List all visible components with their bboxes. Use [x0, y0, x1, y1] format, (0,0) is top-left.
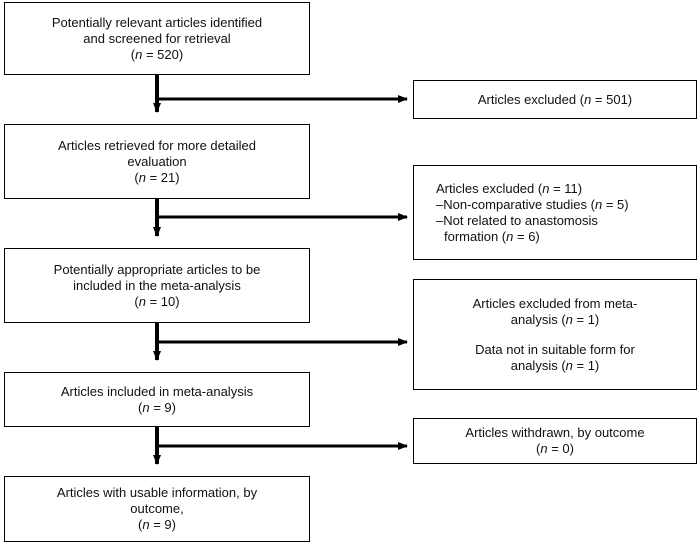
- box-excluded-meta: Articles excluded from meta- analysis (n…: [413, 279, 697, 390]
- box-included: Articles included in meta-analysis (n = …: [4, 372, 310, 427]
- box-appropriate: Potentially appropriate articles to be i…: [4, 248, 310, 323]
- box-withdrawn: Articles withdrawn, by outcome (n = 0): [413, 418, 697, 464]
- box-usable: Articles with usable information, by out…: [4, 476, 310, 542]
- box-retrieved: Articles retrieved for more detailed eva…: [4, 124, 310, 199]
- box-excluded-501: Articles excluded (n = 501): [413, 80, 697, 119]
- box-identified: Potentially relevant articles identified…: [4, 2, 310, 75]
- box-excluded-11: Articles excluded (n = 11) –Non-comparat…: [413, 165, 697, 260]
